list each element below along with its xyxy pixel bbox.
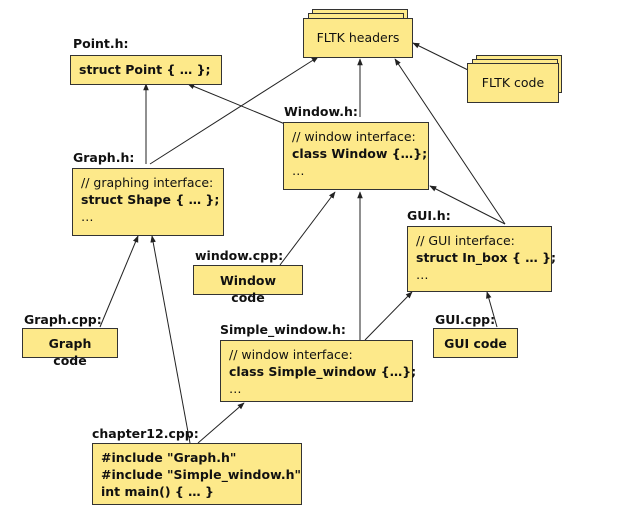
gui-h-label: GUI.h:	[407, 208, 451, 223]
chapter12-cpp-box: #include "Graph.h" #include "Simple_wind…	[92, 443, 302, 505]
simple-window-h-box: // window interface: class Simple_window…	[220, 340, 417, 402]
window-h-box: // window interface: class Window {…}; …	[283, 122, 429, 190]
arrow-graphh-to-fltkheaders	[149, 56, 319, 165]
gui-cpp-text: GUI code	[444, 336, 507, 351]
point-h-label: Point.h:	[73, 36, 129, 51]
gui-h-line-2: struct In_box { … };	[416, 250, 556, 265]
chapter12-cpp-line-2: #include "Simple_window.h"	[101, 467, 301, 482]
graph-cpp-text: Graph code	[48, 336, 92, 368]
simple-window-h-line-1: // window interface:	[229, 347, 353, 362]
graph-cpp-box: Graph code	[22, 328, 118, 368]
arrow-windowcpp-to-windowh	[279, 191, 336, 266]
chapter12-cpp-line-3: int main() { … }	[101, 484, 214, 499]
window-h-label: Window.h:	[284, 104, 358, 119]
graph-cpp-label: Graph.cpp:	[24, 312, 102, 327]
fltk-code-text: FLTK code	[481, 75, 545, 90]
window-cpp-label: window.cpp:	[195, 248, 284, 263]
arrow-windowh-to-pointh	[187, 83, 286, 125]
arrow-simplewindowh-to-guih	[364, 291, 413, 341]
window-h-line-2: class Window {…};	[292, 146, 428, 161]
simple-window-h-line-2: class Simple_window {…};	[229, 364, 417, 379]
gui-h-line-3: …	[416, 267, 429, 282]
arrow-graphcpp-to-graphh	[99, 235, 139, 328]
window-h-line-3: …	[292, 163, 305, 178]
arrow-chapter12-to-simplewindowh	[197, 402, 245, 444]
window-h-line-1: // window interface:	[292, 129, 416, 144]
simple-window-h-line-3: …	[229, 381, 242, 396]
arrow-guicpp-to-guih	[486, 291, 498, 328]
graph-h-label: Graph.h:	[73, 150, 135, 165]
point-h-line-1: struct Point { … };	[79, 62, 211, 77]
window-cpp-text: Window code	[219, 273, 277, 305]
fltk-code-box: FLTK code	[467, 63, 559, 103]
fltk-headers-text: FLTK headers	[316, 30, 400, 45]
arrow-chapter12-to-graphh	[150, 235, 191, 444]
gui-cpp-box: GUI code	[433, 328, 518, 358]
fltk-headers-box: FLTK headers	[303, 18, 413, 58]
window-cpp-box: Window code	[193, 265, 303, 305]
gui-h-box: // GUI interface: struct In_box { … }; …	[407, 226, 556, 292]
simple-window-h-label: Simple_window.h:	[220, 322, 346, 337]
graph-h-box: // graphing interface: struct Shape { … …	[72, 168, 224, 236]
arrow-fltkcode-to-fltkheaders	[412, 42, 469, 71]
graph-h-line-2: struct Shape { … };	[81, 192, 220, 207]
gui-h-line-1: // GUI interface:	[416, 233, 515, 248]
arrow-guih-to-fltkheaders	[394, 58, 506, 225]
gui-cpp-label: GUI.cpp:	[435, 312, 496, 327]
arrow-guih-to-windowh	[429, 185, 506, 225]
chapter12-cpp-label: chapter12.cpp:	[92, 426, 199, 441]
point-h-box: struct Point { … };	[70, 55, 222, 85]
graph-h-line-3: …	[81, 209, 94, 224]
graph-h-line-1: // graphing interface:	[81, 175, 214, 190]
chapter12-cpp-line-1: #include "Graph.h"	[101, 450, 237, 465]
